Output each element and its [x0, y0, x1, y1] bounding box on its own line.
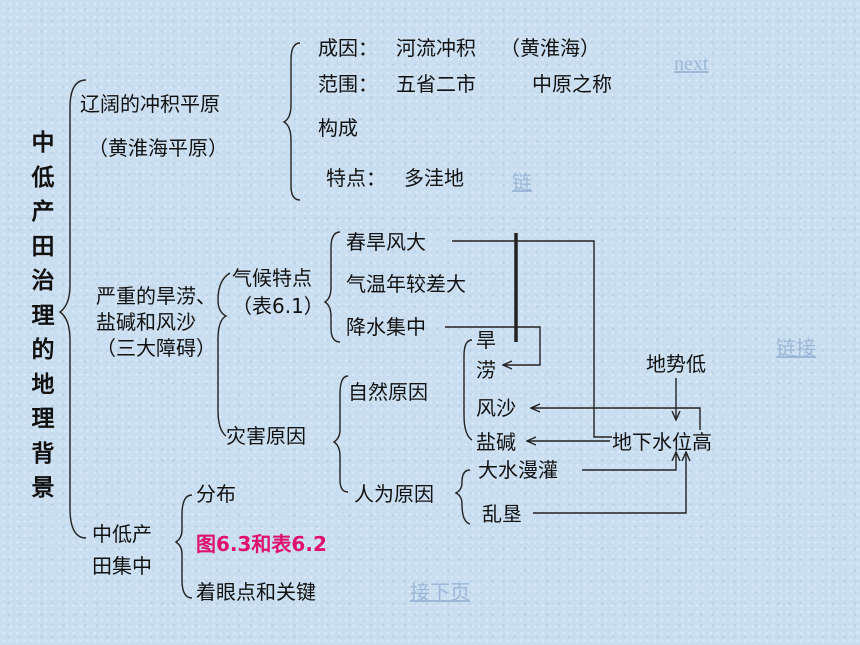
brace-branch1	[282, 42, 301, 201]
link-a[interactable]: 链	[512, 170, 532, 194]
scope-note: 中原之称	[532, 72, 612, 96]
branch3-heading-line1: 中低产	[92, 522, 152, 546]
hazard-salinity: 盐碱	[476, 430, 516, 454]
line-drought-to-groundwater	[452, 240, 612, 438]
branch3-heading-line2: 田集中	[92, 554, 152, 578]
feature-label: 特点：	[326, 166, 386, 190]
hazard-waterlog: 涝	[476, 358, 496, 382]
diagram-title: 中低产田治理的地理背景	[31, 130, 55, 501]
natural-cause-label: 自然原因	[348, 380, 428, 404]
branch2-heading-line3: （三大障碍）	[96, 336, 216, 360]
branch3-distribution: 分布	[196, 482, 236, 506]
line-precip-to-waterlog	[445, 326, 541, 365]
hazard-windsand: 风沙	[476, 396, 516, 420]
continue-next-page-link[interactable]: 接下页	[410, 580, 470, 604]
climate-item-temp-range: 气温年较差大	[346, 272, 466, 296]
human-cause-label: 人为原因	[354, 482, 434, 506]
main-brace	[58, 79, 87, 539]
scope-value: 五省二市	[396, 72, 476, 96]
brace-human	[454, 469, 471, 525]
climate-item-precip: 降水集中	[346, 315, 426, 339]
groundwater-high: 地下水位高	[612, 430, 712, 454]
arrow-irrigation-to-groundwater	[582, 452, 676, 471]
brace-natural	[463, 339, 473, 441]
branch1-sub: （黄淮海平原）	[88, 136, 228, 160]
branch1-heading: 辽阔的冲积平原	[80, 92, 220, 116]
brace-disaster	[332, 375, 349, 493]
climate-item-spring-drought: 春旱风大	[346, 230, 426, 254]
hazard-drought: 旱	[476, 328, 496, 352]
cause-note: （黄淮海）	[500, 36, 600, 60]
climate-table-ref: （表6.1）	[232, 294, 324, 318]
brace-branch3	[174, 494, 193, 599]
brace-branch2	[217, 272, 231, 437]
brace-climate	[323, 231, 341, 343]
arrow-reclaim-to-groundwater	[533, 452, 686, 514]
climate-label: 气候特点	[232, 266, 312, 290]
terrain-low: 地势低	[646, 352, 706, 376]
branch2-heading-line2: 盐碱和风沙	[96, 310, 196, 334]
branch3-figure-ref[interactable]: 图6.3和表6.2	[196, 532, 327, 556]
cause-value: 河流冲积	[396, 36, 476, 60]
branch3-focus: 着眼点和关键	[196, 580, 316, 604]
disaster-label: 灾害原因	[226, 424, 306, 448]
feature-value: 多洼地	[404, 166, 464, 190]
human-cause-reclamation: 乱垦	[482, 502, 522, 526]
human-cause-irrigation: 大水漫灌	[478, 458, 558, 482]
link-b[interactable]: 链接	[776, 336, 816, 360]
cause-label: 成因：	[318, 36, 378, 60]
branch2-heading-line1: 严重的旱涝、	[96, 284, 216, 308]
composition-label: 构成	[318, 116, 358, 140]
next-link[interactable]: next	[674, 53, 709, 75]
arrow-groundwater-to-windsand	[531, 408, 701, 430]
scope-label: 范围：	[318, 72, 378, 96]
